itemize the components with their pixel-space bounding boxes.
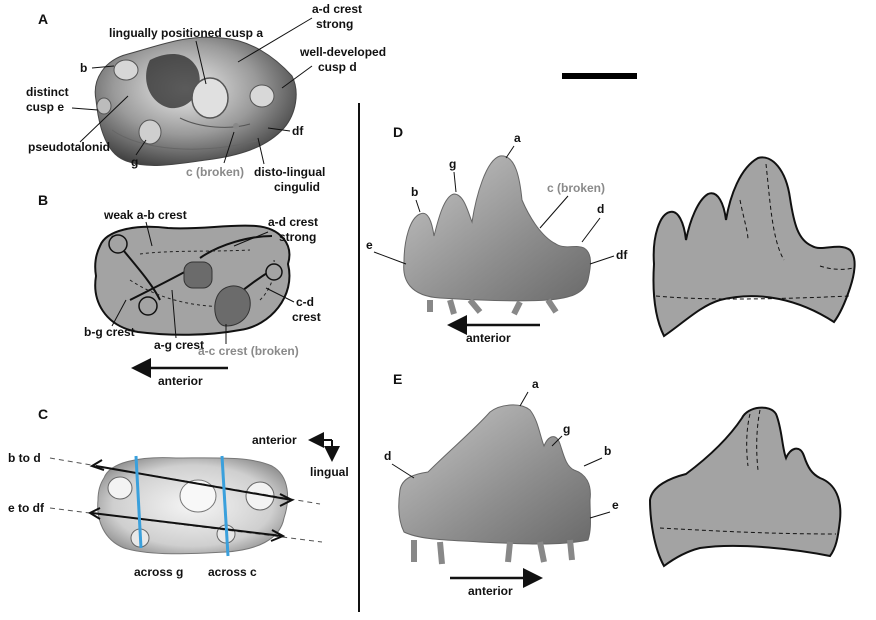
label-e-b: b: [604, 444, 611, 458]
panel-b-letter: B: [38, 192, 48, 208]
label-a-distinct-e-2: cusp e: [26, 100, 64, 114]
panel-c: C anterior lingual b to d e to df across…: [8, 406, 349, 579]
label-a-pseudotalonid: pseudotalonid: [28, 140, 110, 154]
label-a-well-dev-1: well-developed: [299, 45, 386, 59]
panel-b-outline-drawing: [94, 224, 291, 336]
label-c-across-g: across g: [134, 565, 183, 579]
label-a-disto-lingual-2: cingulid: [274, 180, 320, 194]
label-d-c-broken: c (broken): [547, 181, 605, 195]
label-c-b-to-d: b to d: [8, 451, 41, 465]
label-d-g: g: [449, 157, 456, 171]
panel-a-letter: A: [38, 11, 48, 27]
panel-c-tooth: [97, 457, 289, 555]
label-e-e: e: [612, 498, 619, 512]
label-e-anterior: anterior: [468, 584, 513, 598]
label-b-weak-ab: weak a-b crest: [103, 208, 187, 222]
panel-d-tooth-model: [403, 155, 591, 316]
label-a-ad-crest-1: a-d crest: [312, 2, 362, 16]
panel-d-outline-drawing: [652, 156, 856, 338]
label-a-g: g: [131, 155, 138, 169]
label-d-df: df: [616, 248, 628, 262]
panel-e-letter: E: [393, 371, 402, 387]
section-line-across-c: [220, 455, 230, 557]
label-d-e: e: [366, 238, 373, 252]
panel-a: A b lingually positioned cusp a a-d cres…: [26, 2, 386, 194]
label-a-c-broken: c (broken): [186, 165, 244, 179]
label-b-ad-strong-2: strong: [279, 230, 316, 244]
label-b-cd-2: crest: [292, 310, 321, 324]
label-b-ac-broken: a-c crest (broken): [198, 344, 299, 358]
label-d-b: b: [411, 185, 418, 199]
label-b-bg: b-g crest: [84, 325, 135, 339]
label-e-g: g: [563, 422, 570, 436]
label-d-d: d: [597, 202, 604, 216]
label-c-anterior: anterior: [252, 433, 297, 447]
label-b-ad-strong-1: a-d crest: [268, 215, 318, 229]
panel-e-tooth-model: [398, 404, 591, 565]
label-b-anterior: anterior: [158, 374, 203, 388]
label-a-lingual-cusp: lingually positioned cusp a: [109, 26, 263, 40]
label-c-e-to-df: e to df: [8, 501, 45, 515]
label-a-disto-lingual-1: disto-lingual: [254, 165, 325, 179]
label-b-cd-1: c-d: [296, 295, 314, 309]
label-a-ad-crest-2: strong: [316, 17, 353, 31]
section-line-across-g: [134, 455, 143, 549]
label-c-across-c: across c: [208, 565, 257, 579]
label-c-lingual: lingual: [310, 465, 349, 479]
panel-d-letter: D: [393, 124, 403, 140]
panel-c-letter: C: [38, 406, 48, 422]
panel-a-tooth: [94, 36, 297, 166]
label-a-b: b: [80, 61, 87, 75]
label-d-anterior: anterior: [466, 331, 511, 345]
panel-b: B weak a-b crest a-d crest strong c-d cr…: [38, 192, 321, 388]
panel-e: E a g b d e anterior: [384, 371, 842, 598]
label-a-distinct-e-1: distinct: [26, 85, 69, 99]
label-b-ag: a-g crest: [154, 338, 204, 352]
scale-bar: [562, 73, 637, 79]
label-d-a: a: [514, 131, 521, 145]
panel-d: D a g c (broken) b d e df anterior: [366, 124, 856, 345]
panel-e-outline-drawing: [648, 406, 842, 568]
label-e-a: a: [532, 377, 539, 391]
label-a-well-dev-2: cusp d: [318, 60, 357, 74]
label-a-df: df: [292, 124, 304, 138]
label-e-d: d: [384, 449, 391, 463]
